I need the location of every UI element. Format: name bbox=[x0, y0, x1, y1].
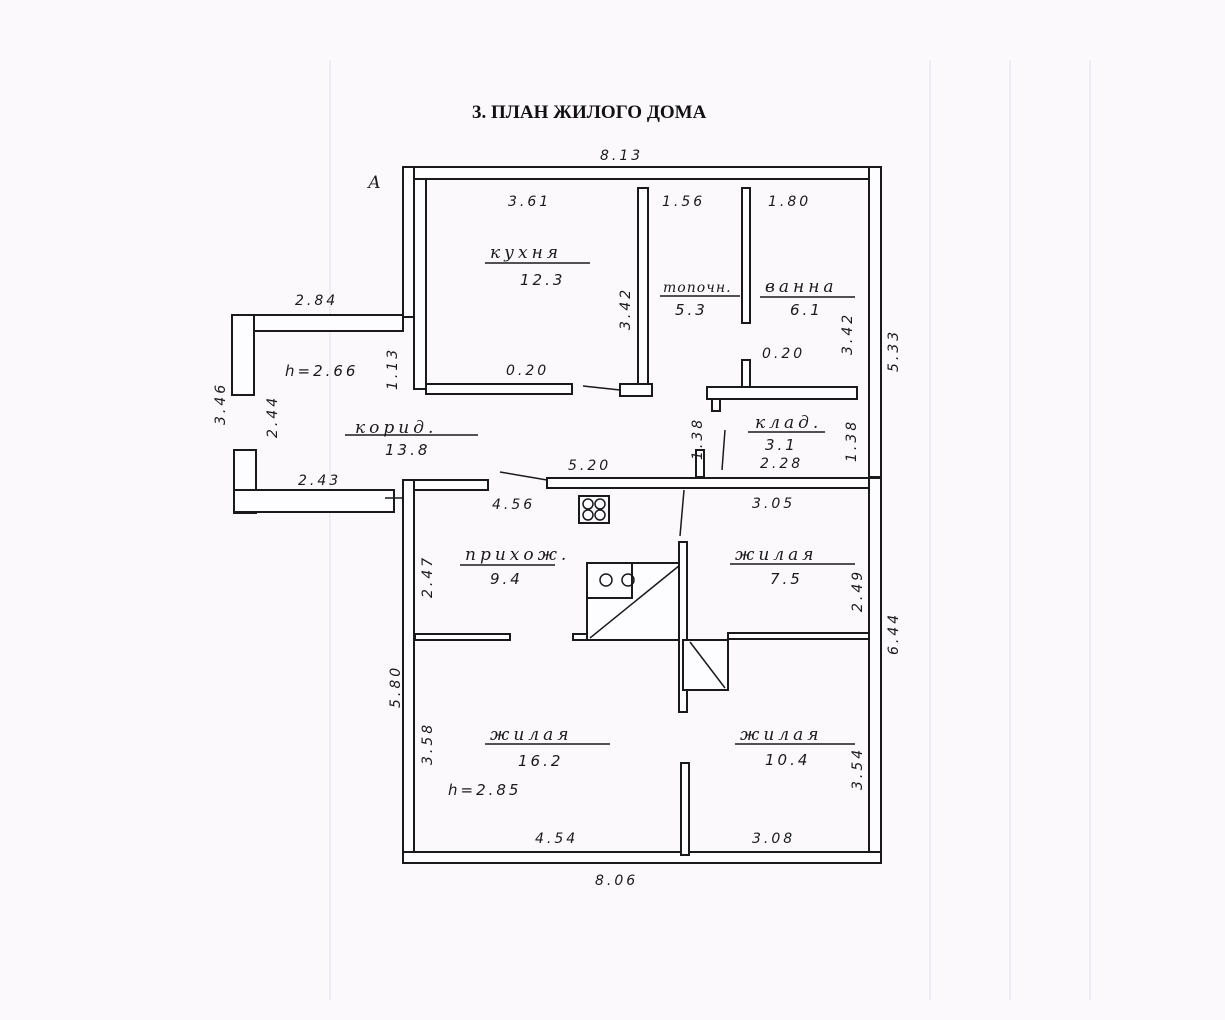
dim-living3-width: 3.08 bbox=[752, 831, 795, 847]
room-bath-name: ванна bbox=[765, 277, 838, 297]
dim-hall-width: 4.56 bbox=[492, 497, 535, 513]
room-boiler-name: топочн. bbox=[663, 280, 732, 296]
corridor-annex-walls bbox=[231, 314, 404, 514]
background-grid bbox=[329, 60, 1091, 1000]
dim-bottom-total: 8.06 bbox=[595, 873, 638, 889]
dim-wall-020-a: 0.20 bbox=[506, 363, 549, 379]
room-bath-area: 6.1 bbox=[790, 301, 823, 319]
dim-bath-height: 3.42 bbox=[840, 312, 856, 355]
room-hall-name: прихож. bbox=[465, 545, 570, 565]
dim-closet-left: 1.38 bbox=[690, 417, 706, 460]
axis-mark: А bbox=[367, 173, 381, 193]
room-living2-area: 16.2 bbox=[518, 752, 563, 770]
dim-living2-height: 3.58 bbox=[420, 722, 436, 765]
room-hall-area: 9.4 bbox=[490, 570, 523, 588]
stove-icon bbox=[578, 495, 610, 524]
room-storage-area: 3.1 bbox=[765, 436, 798, 454]
dim-annex-bottom: 2.43 bbox=[298, 473, 341, 489]
dim-top-total: 8.13 bbox=[600, 148, 643, 164]
room-kitchen-area: 12.3 bbox=[520, 271, 565, 289]
upper-block-walls bbox=[402, 166, 882, 478]
room-boiler-area: 5.3 bbox=[675, 301, 708, 319]
dim-closet-right: 1.38 bbox=[844, 419, 860, 462]
dim-right-lower: 6.44 bbox=[886, 612, 902, 655]
dim-annex-left: 3.46 bbox=[213, 382, 229, 425]
dim-kitchen-width: 3.61 bbox=[508, 194, 551, 210]
main-height: h=2.85 bbox=[448, 781, 521, 799]
dim-closet-width: 2.28 bbox=[760, 456, 803, 472]
room-storage-name: клад. bbox=[755, 413, 822, 433]
room-kitchen-name: кухня bbox=[490, 243, 562, 263]
dim-annex-side: 1.13 bbox=[385, 347, 401, 390]
dim-wall-020-b: 0.20 bbox=[762, 346, 805, 362]
room-living1-name: жилая bbox=[735, 545, 818, 565]
corridor-height: h=2.66 bbox=[285, 362, 358, 380]
room-labels: кухня 12.3 топочн. 5.3 ванна 6.1 корид. … bbox=[285, 243, 855, 799]
dim-boiler-width: 1.56 bbox=[662, 194, 705, 210]
room-living3-area: 10.4 bbox=[765, 751, 810, 769]
dim-living2-width: 4.54 bbox=[535, 831, 578, 847]
room-corridor-name: корид. bbox=[355, 418, 437, 438]
dimension-labels: 8.13 3.61 1.56 1.80 3.42 3.42 5.33 0.20 … bbox=[213, 148, 902, 889]
dim-annex-top: 2.84 bbox=[295, 293, 338, 309]
room-living3-name: жилая bbox=[740, 725, 823, 745]
dim-mid-wall: 5.20 bbox=[568, 458, 611, 474]
lower-block-walls bbox=[402, 471, 882, 864]
dim-hall-height: 2.47 bbox=[420, 555, 436, 598]
dim-left-lower: 5.80 bbox=[388, 665, 404, 708]
dim-annex-inner: 2.44 bbox=[265, 395, 281, 438]
dim-kitchen-height: 3.42 bbox=[618, 287, 634, 330]
room-living2-name: жилая bbox=[490, 725, 573, 745]
dim-bath-width: 1.80 bbox=[768, 194, 811, 210]
room-living1-area: 7.5 bbox=[770, 570, 803, 588]
dim-living3-height: 3.54 bbox=[850, 747, 866, 790]
dim-living1-height: 2.49 bbox=[850, 569, 866, 612]
page-title: 3. ПЛАН ЖИЛОГО ДОМА bbox=[472, 102, 707, 123]
dim-right-upper: 5.33 bbox=[886, 329, 902, 372]
room-corridor-area: 13.8 bbox=[385, 441, 430, 459]
dim-living1-width: 3.05 bbox=[752, 496, 795, 512]
